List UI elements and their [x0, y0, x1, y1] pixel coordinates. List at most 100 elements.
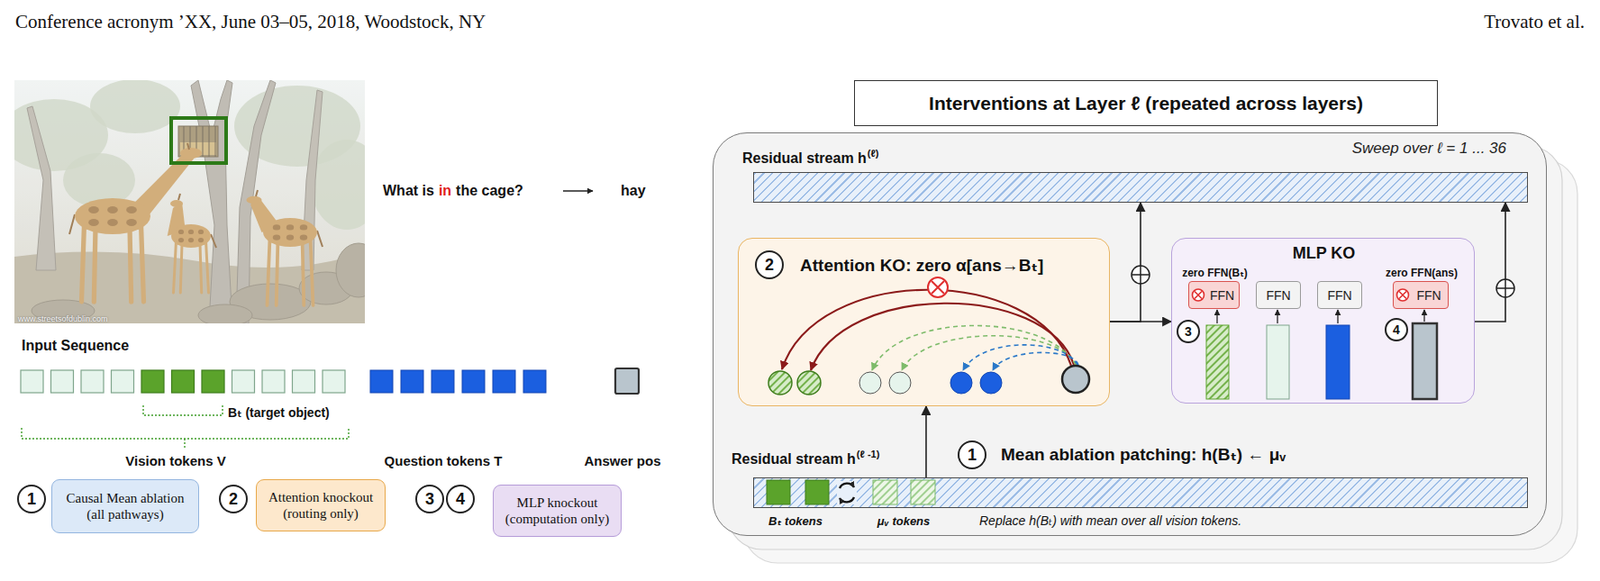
- vision-token: [232, 370, 255, 393]
- text-holder: Conference acronym ’XX, June 03–05, 2018…: [15, 10, 486, 34]
- callout-number: 3: [1176, 319, 1200, 344]
- callout-number: 4: [445, 484, 475, 514]
- text-holder: Input Sequence: [21, 337, 129, 355]
- callout-number: 1: [17, 484, 46, 514]
- running-header: Conference acronym ’XX, June 03–05, 2018…: [15, 10, 486, 33]
- ffn-box: zero FFN(Bₜ)FFN: [1188, 281, 1240, 310]
- ffn-box: FFN: [1255, 281, 1301, 310]
- attention-arc: [901, 335, 1077, 370]
- note-text: Replace h(Bₜ) with mean over all vision …: [979, 513, 1242, 528]
- callout-number-text: 2: [228, 490, 238, 508]
- callout-number: 4: [1384, 318, 1409, 342]
- question-token-circle: [980, 372, 1002, 394]
- knockout-cross: [1399, 291, 1407, 300]
- target-activation-bar: [1206, 325, 1229, 400]
- swap-arrow: [839, 497, 855, 502]
- box-heading: MLP KO: [1292, 244, 1356, 263]
- text-holder: the cage?: [455, 182, 524, 200]
- legend-text: MLP knockout (computation only): [500, 494, 614, 528]
- knockout-circle: [1192, 289, 1205, 301]
- stream-superscript: (ℓ -1): [856, 448, 881, 460]
- callout-number-text: 3: [1184, 325, 1192, 338]
- callout-number-text: 4: [1392, 323, 1400, 337]
- attention-arc: [781, 289, 1072, 369]
- target-token: [201, 370, 225, 393]
- text-holder: zero FFN(Bₜ): [1181, 263, 1248, 281]
- token-group-label: Question tokens T: [384, 453, 503, 469]
- ffn-box: FFN: [1317, 281, 1363, 310]
- ffn-input-arrow: [1276, 309, 1278, 324]
- vision-activation-bar: [1266, 325, 1290, 400]
- attention-arc: [963, 344, 1078, 370]
- vision-bracket: [21, 427, 349, 448]
- callout-number: 3: [415, 484, 445, 514]
- vision-token-circle: [889, 372, 911, 394]
- text-holder: www.streetsofdublin.com: [18, 309, 109, 326]
- box-heading: Attention KO: zero α[ans→Bₜ]: [800, 255, 1044, 275]
- legend-box: Attention knockout (routing only): [255, 479, 386, 532]
- ffn-label: FFN: [1327, 288, 1352, 303]
- callout-number-text: 1: [967, 446, 977, 464]
- question-token-circle: [950, 372, 973, 394]
- stream-label: Residual stream h: [731, 451, 856, 467]
- question-token: [523, 370, 546, 393]
- token-group-label: Answer pos: [583, 453, 661, 469]
- vision-token: [81, 370, 104, 393]
- target-token: [172, 370, 195, 393]
- vision-token: [51, 370, 74, 393]
- intervention-label: Mean ablation patching: h(Bₜ) ← μᵥ: [1000, 445, 1286, 464]
- answer-activation-bar: [1412, 323, 1437, 400]
- vision-token: [292, 370, 316, 393]
- text-holder: Vision tokens V: [125, 453, 226, 470]
- connector: [1474, 202, 1506, 322]
- legend-box: MLP knockout (computation only): [492, 484, 622, 537]
- connector: [1109, 202, 1141, 322]
- legend-text: Causal Mean ablation (all pathways): [59, 490, 191, 523]
- stream-label: Residual stream h: [742, 150, 867, 166]
- attention-box: Attention KO: zero α[ans→Bₜ]2: [737, 237, 1110, 407]
- callout-number: 2: [218, 484, 248, 514]
- photo-illustration: [14, 80, 365, 324]
- mean-token: [910, 480, 936, 505]
- question-token: [462, 370, 485, 393]
- residual-stream-bar: Residual stream h(ℓ): [753, 172, 1528, 203]
- residual-add: [1496, 279, 1515, 298]
- layer-panel: Sweep over ℓ = 1 ... 36 Residual stream h…: [712, 132, 1547, 537]
- question-token: [400, 370, 424, 393]
- callout-number-text: 3: [425, 490, 435, 508]
- residual-add: [1496, 279, 1515, 298]
- text-holder: in: [438, 182, 452, 200]
- text-holder: Mean ablation patching: h(Bₜ) ← μᵥ: [1000, 444, 1286, 465]
- token-caption: Bₜ tokens: [768, 514, 823, 528]
- text-holder: Question tokens T: [384, 453, 503, 470]
- title-text: Interventions at Layer ℓ (repeated acros…: [928, 92, 1364, 115]
- node-decoration: [753, 477, 1528, 509]
- attention-arc: [810, 302, 1074, 370]
- attention-arc: [872, 325, 1076, 371]
- knockout-mark: [1189, 281, 1210, 310]
- knockout-cross: [1194, 291, 1202, 300]
- target-token: [766, 480, 791, 505]
- photo-sky: [14, 80, 365, 324]
- mlp-box: MLP KOzero FFN(Bₜ)FFNFFNFFNzero FFN(ans)…: [1171, 237, 1475, 404]
- panel-ground: [712, 132, 1547, 537]
- running-header: Trovato et al.: [1483, 10, 1585, 33]
- question-token: [370, 370, 393, 393]
- knockout-circle: [1397, 289, 1410, 301]
- text-holder: What is: [382, 182, 435, 200]
- text-holder: Sweep over ℓ = 1 ... 36: [1352, 139, 1507, 158]
- ffn-heading: zero FFN(ans): [1385, 266, 1458, 280]
- text-holder: zero FFN(ans): [1385, 263, 1458, 281]
- ffn-label: FFN: [1416, 288, 1441, 303]
- vision-token: [262, 370, 285, 393]
- title-box: Interventions at Layer ℓ (repeated acros…: [854, 80, 1438, 127]
- callout-number: 1: [957, 440, 987, 470]
- question-text: in: [438, 182, 452, 199]
- bracket-label: Bₜ (target object): [227, 405, 330, 420]
- watermark: www.streetsofdublin.com: [18, 314, 109, 324]
- target-bracket: [143, 405, 223, 416]
- target-token-circle: [797, 371, 821, 395]
- attention-arc: [992, 352, 1079, 371]
- ffn-input-arrow: [1336, 309, 1338, 324]
